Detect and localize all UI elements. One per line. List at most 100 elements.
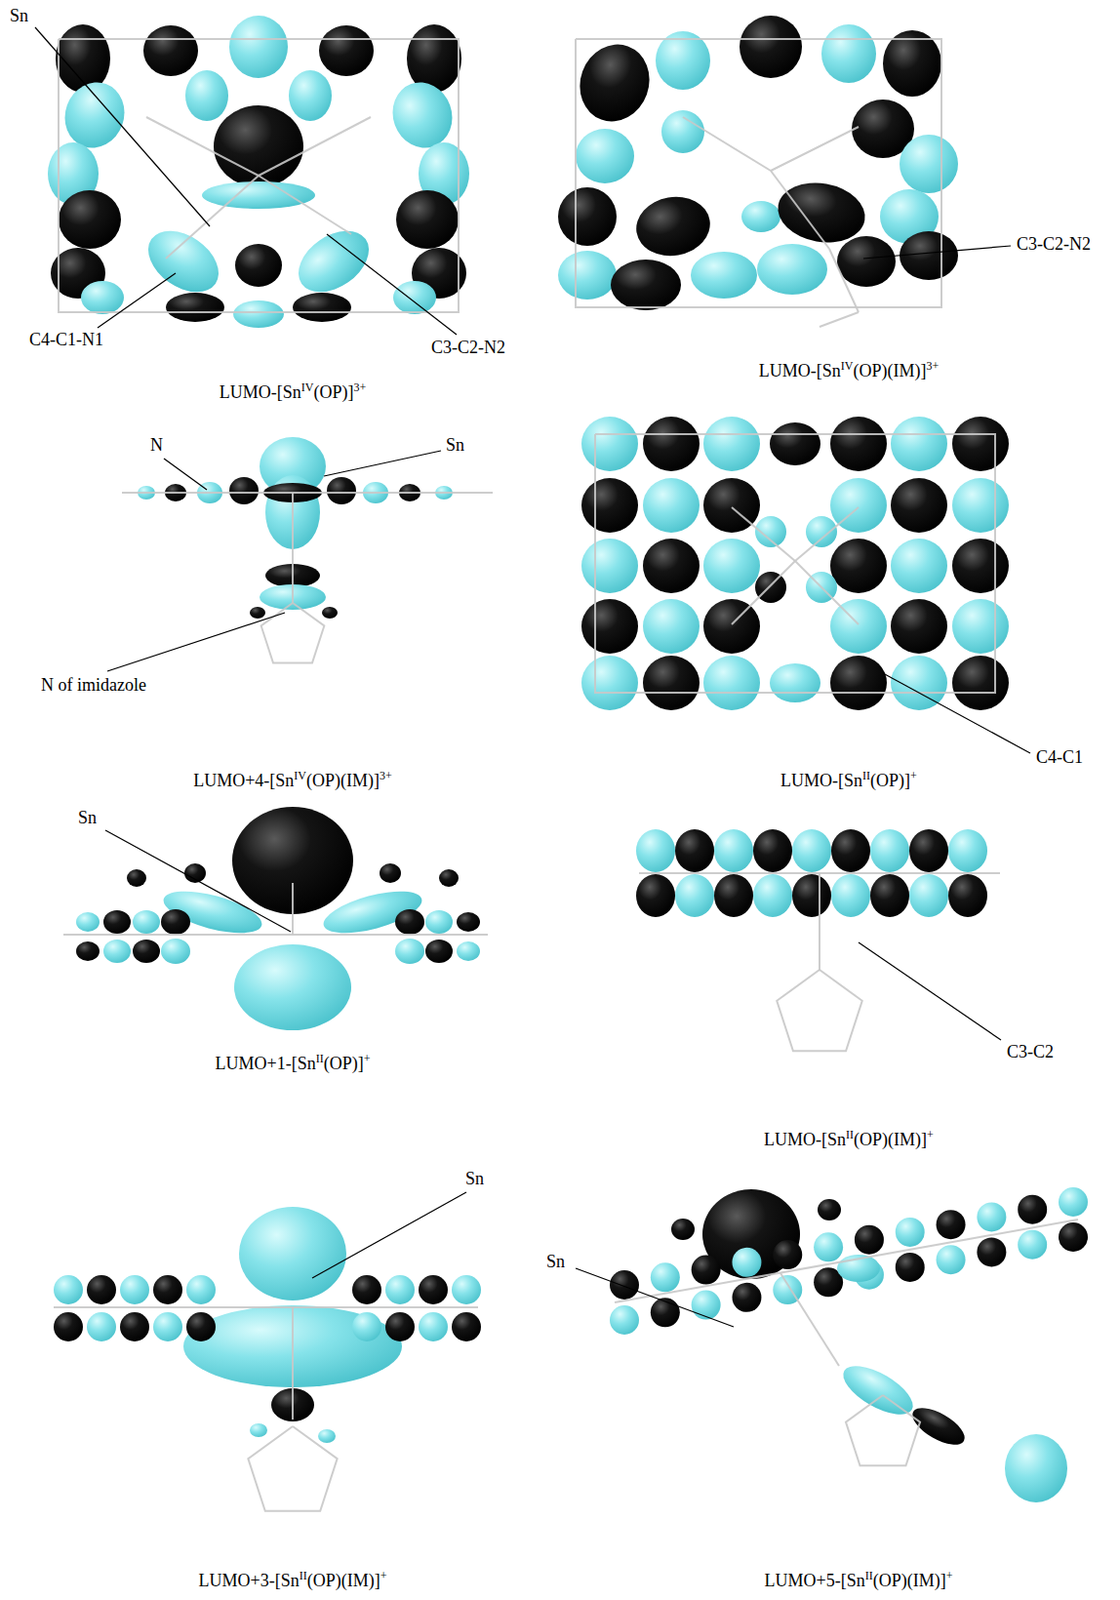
caption-part: LUMO+5-[Sn <box>764 1570 866 1591</box>
orbital-lobe <box>76 941 100 961</box>
orbital-lobe <box>976 1201 1006 1232</box>
orbital-lobe <box>86 1312 117 1342</box>
leader-line <box>163 458 207 490</box>
orbital-lobe <box>714 829 754 873</box>
orbital-lobe <box>650 1297 680 1327</box>
orbital-lobe <box>568 34 660 131</box>
orbital-lobe <box>952 599 1009 654</box>
orbital-lobe <box>690 251 758 299</box>
orbital-lobe <box>703 416 760 472</box>
orbital-lobe <box>642 416 700 472</box>
orbital-lobe <box>936 1209 966 1240</box>
label-anchor: Sn <box>463 1168 486 1191</box>
orbital-lobe <box>831 874 871 918</box>
atom-label: C3-C2 <box>1004 1041 1056 1064</box>
caption-part: (OP)(IM)] <box>852 360 926 381</box>
orbital-caption: LUMO-[SnII(OP)(IM)]+ <box>761 1129 936 1152</box>
caption-part: LUMO-[Sn <box>759 360 841 381</box>
orbital-lobe <box>352 1275 382 1305</box>
orbital-lobe <box>675 874 715 918</box>
atom-label: Sn <box>7 5 31 28</box>
orbital-lobe <box>451 1275 481 1305</box>
orbital-lobe <box>817 1199 841 1221</box>
bond-line <box>770 126 859 171</box>
orbital-lobe <box>239 1206 347 1301</box>
bond-line <box>818 873 821 971</box>
atom-label: N of imidazole <box>39 675 149 697</box>
label-anchor: C3-C2 <box>1004 1041 1056 1064</box>
caption-part: (OP)(IM)] <box>306 770 380 791</box>
orbital-lobe <box>703 655 760 711</box>
charge: + <box>380 1568 388 1583</box>
label-anchor: LUMO-[SnII(OP)]+ <box>778 770 920 793</box>
orbital-lobe <box>1004 1434 1068 1503</box>
caption-part: LUMO+4-[Sn <box>193 770 294 791</box>
atom-label: C4-C1-N1 <box>27 329 106 352</box>
orbital-lobe <box>581 599 639 654</box>
bond-line <box>258 117 371 176</box>
orbital-lobe <box>229 477 259 505</box>
orbital-lobe <box>153 1275 183 1305</box>
orbital-lobe <box>319 882 426 942</box>
orbital-lobe <box>439 869 459 887</box>
bond-line <box>819 312 859 327</box>
bond-line <box>795 560 859 625</box>
bond-line <box>575 39 942 308</box>
orbital-lobe <box>753 874 793 918</box>
orbital-lobe <box>821 24 877 83</box>
oxidation-state: IV <box>301 380 315 395</box>
orbital-lobe <box>948 874 988 918</box>
orbital-lobe <box>80 280 124 315</box>
orbital-lobe <box>890 655 948 711</box>
atom-label: N <box>148 435 165 457</box>
orbital-lobe <box>418 1275 448 1305</box>
orbital-lobe <box>691 1290 721 1320</box>
orbital-caption: LUMO+4-[SnIV(OP)(IM)]3+ <box>191 770 395 793</box>
orbital-lobe <box>581 538 639 594</box>
bond-line <box>291 1307 294 1420</box>
orbital-lobe <box>642 478 700 533</box>
atom-label: Sn <box>443 435 467 457</box>
orbital-lobe <box>830 599 887 654</box>
orbital-lobe <box>739 15 802 79</box>
orbital-lobe <box>319 25 374 77</box>
orbital-lobe <box>882 30 942 97</box>
orbital-caption: LUMO-[SnIV(OP)]3+ <box>217 382 368 404</box>
orbital-lobe <box>792 829 832 873</box>
atom-label: C3-C2-N2 <box>429 337 508 360</box>
bond-line <box>53 1306 479 1309</box>
orbital-lobe <box>650 1262 680 1292</box>
orbital-lobe <box>1017 1195 1047 1225</box>
caption-part: (OP)] <box>313 382 354 402</box>
orbital-lobe <box>159 882 266 942</box>
caption-part: LUMO-[Sn <box>219 382 302 402</box>
charge: 3+ <box>379 768 393 783</box>
orbital-lobe <box>830 538 887 594</box>
orbital-lobe <box>581 655 639 711</box>
orbital-lobe <box>321 606 338 619</box>
orbital-lobe <box>642 599 700 654</box>
bond-line <box>731 560 796 625</box>
orbital-lobe <box>456 912 480 932</box>
bond-line <box>731 507 796 561</box>
bond-line <box>291 492 294 603</box>
orbital-lobe <box>907 1400 971 1453</box>
caption-part: (OP)(IM)] <box>853 1129 927 1150</box>
orbital-lobe <box>890 538 948 594</box>
label-anchor: N of imidazole <box>39 675 149 697</box>
orbital-lobe <box>575 128 635 184</box>
label-anchor: LUMO-[SnIV(OP)(IM)]3+ <box>757 360 941 383</box>
caption-part: (OP)] <box>323 1053 364 1074</box>
orbital-caption: LUMO+5-[SnII(OP)(IM)]+ <box>762 1570 956 1593</box>
oxidation-state: II <box>316 1051 324 1066</box>
orbital-lobe <box>249 1423 268 1438</box>
orbital-caption: LUMO+3-[SnII(OP)(IM)]+ <box>197 1570 390 1593</box>
orbital-lobe <box>854 1225 884 1255</box>
label-anchor: LUMO+5-[SnII(OP)(IM)]+ <box>762 1570 956 1593</box>
orbital-lobe <box>385 1275 415 1305</box>
orbital-lobe <box>396 190 459 249</box>
orbital-lobe <box>909 874 949 918</box>
atom-label: Sn <box>463 1168 486 1191</box>
orbital-lobes <box>47 15 1088 1503</box>
orbital-lobe <box>132 910 160 934</box>
